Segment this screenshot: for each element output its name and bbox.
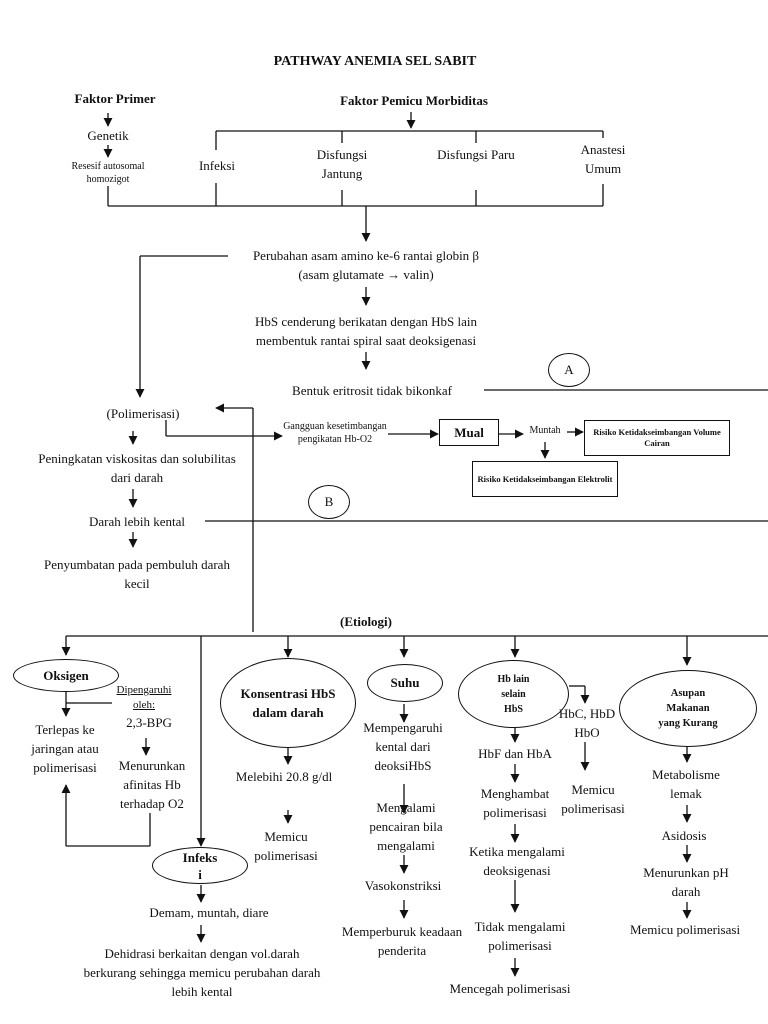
suhu-mengalami-node: Mengalami pencairan bila mengalami pendi… — [369, 800, 443, 853]
primary-factor-heading: Faktor Primer — [74, 91, 156, 106]
morbidity-heading: Faktor Pemicu Morbiditas — [340, 93, 488, 108]
connector-a: A — [548, 353, 590, 387]
ketika-deoksigenasi-node: Ketika mengalami deoksigenasi — [469, 844, 565, 878]
mual-box: Mual — [439, 419, 499, 446]
genetik-node: Genetik — [87, 128, 129, 143]
resesif-node: Resesif autosomal homozigot — [71, 161, 145, 185]
mencegah-node: Mencegah polimerisasi — [449, 981, 571, 996]
terlepas-node: Terlepas ke jaringan atau polimerisasi — [31, 722, 99, 775]
vasokonstriksi-node: Vasokonstriksi — [364, 878, 442, 893]
tidak-polimerisasi-node: Tidak mengalami polimerisasi — [474, 919, 566, 953]
metabolisme-node: Metabolisme lemak — [652, 767, 720, 801]
konsentrasi-memicu-node: Memicu polimerisasi — [254, 829, 318, 863]
asupan-node: Asupan Makanan yang Kurang — [619, 670, 757, 747]
menghambat-node: Menghambat polimerisasi — [480, 786, 550, 820]
darah-kental-node: Darah lebih kental — [88, 514, 186, 529]
risiko-elektrolit-box: Risiko Ketidakseimbangan Elektrolit — [472, 461, 618, 497]
konsentrasi-hbs-node: Konsentrasi HbS dalam darah — [220, 658, 356, 748]
suhu-node: Suhu — [367, 664, 443, 702]
oksigen-node: Oksigen — [13, 659, 119, 692]
perubahan-line-1: Perubahan asam amino ke-6 rantai globin … — [252, 248, 480, 263]
penyumbatan-node: Penyumbatan pada pembuluh darah kecil — [44, 557, 230, 591]
gangguan-node: Gangguan kesetimbangan pengikatan Hb-O2 — [283, 421, 387, 445]
risiko-cairan-box: Risiko Ketidakseimbangan Volume Cairan — [584, 420, 730, 456]
diagram-title: PATHWAY ANEMIA SEL SABIT — [273, 54, 477, 69]
perubahan-line-2: (asam glutamate → valin) — [298, 267, 434, 282]
demam-node: Demam, muntah, diare — [149, 905, 269, 920]
viskositas-node: Peningkatan viskositas dan solubilitas d… — [38, 451, 236, 485]
bentuk-eritrosit-node: Bentuk eritrosit tidak bikonkaf — [292, 383, 452, 398]
melebihi-node: Melebihi 20.8 g/dl — [235, 769, 333, 784]
hbs-line-2: membentuk rantai spiral saat deoksigenas… — [255, 333, 477, 348]
menurunkan-ph-node: Menurunkan pH darah — [643, 865, 729, 899]
muntah-node: Muntah — [529, 425, 561, 436]
hbf-hba-node: HbF dan HbA — [478, 746, 552, 761]
etiologi-heading: (Etiologi) — [340, 614, 392, 629]
hbs-line-1: HbS cenderung berikatan dengan HbS lain — [254, 314, 478, 329]
infeksi-node: Infeks i — [152, 847, 248, 884]
dipengaruhi-label: Dipengaruhi oleh: — [116, 684, 172, 711]
connector-b: B — [308, 485, 350, 519]
infeksi-factor: Infeksi — [198, 158, 236, 173]
asupan-memicu-node: Memicu polimerisasi — [629, 922, 741, 937]
hbc-hbd-node: HbC, HbD HbO — [558, 706, 616, 740]
anastesi-umum-factor: Anastesi Umum — [580, 142, 626, 176]
disfungsi-jantung-factor: Disfungsi Jantung — [316, 147, 368, 181]
polimerisasi-node: (Polimerisasi) — [106, 406, 180, 421]
disfungsi-paru-factor: Disfungsi Paru — [437, 147, 515, 162]
bpg-node: 2,3-BPG — [126, 715, 172, 730]
asidosis-node: Asidosis — [661, 828, 707, 843]
suhu-mempengaruhi-node: Mempengaruhi kental dari deoksiHbS — [363, 720, 443, 773]
hb-memicu-node: Memicu polimerisasi — [561, 782, 625, 816]
menurunkan-afinitas-node: Menurunkan afinitas Hb terhadap O2 — [118, 758, 186, 811]
hb-lain-node: Hb lain selain HbS — [458, 660, 569, 728]
dehidrasi-node: Dehidrasi berkaitan dengan vol.darah ber… — [83, 946, 321, 999]
suhu-memperburuk-node: Memperburuk keadaan penderita — [341, 924, 463, 958]
